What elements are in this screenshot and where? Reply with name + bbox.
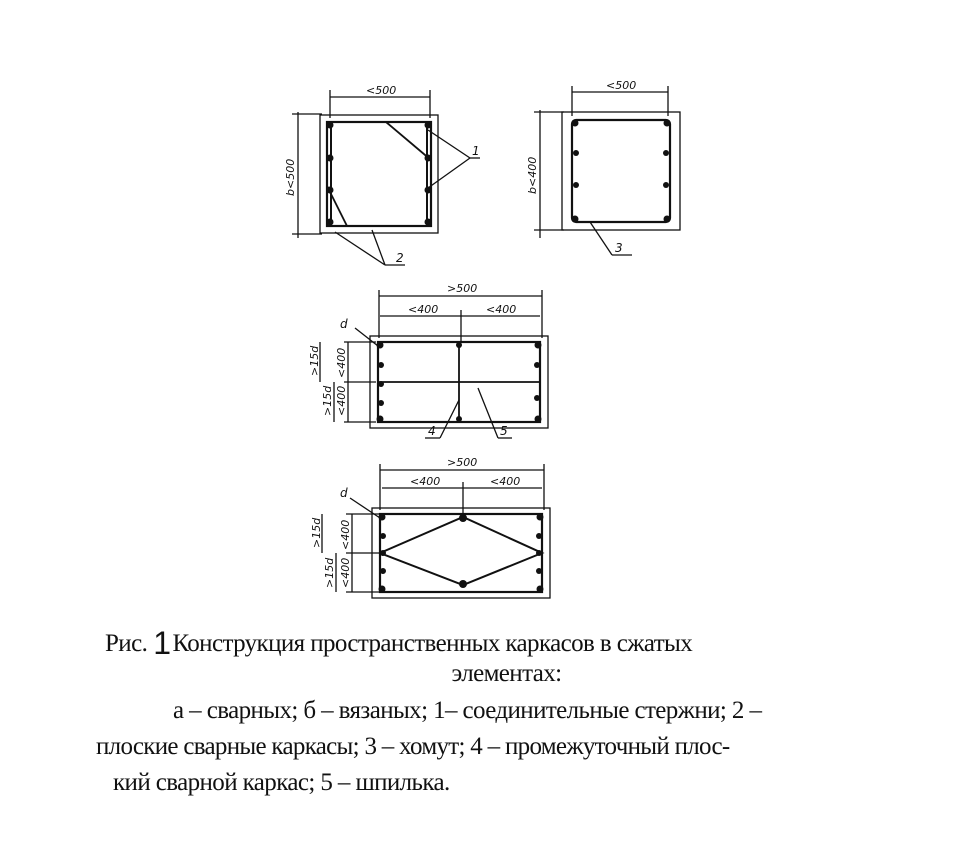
diamond-tie (377, 515, 545, 587)
dim-top-right-height: b<400 (526, 157, 539, 194)
label-2: 2 (396, 251, 404, 265)
section-tied (534, 86, 681, 256)
connecting-bar (385, 121, 432, 161)
figure-caption-title: Рис.1Конструкция пространственных каркас… (105, 622, 693, 661)
leader-1 (427, 157, 471, 189)
leader-d (349, 497, 381, 519)
leader-3 (589, 221, 613, 256)
dim-mid-s1: >15d (308, 345, 321, 376)
leader-2 (334, 231, 386, 266)
dim-mid-total: >500 (447, 282, 477, 295)
dim-mid-s2: >15d (321, 385, 334, 416)
dim-mid-seg2: <400 (486, 303, 516, 316)
outer-frame (378, 512, 544, 594)
concrete-outline (319, 114, 439, 234)
dim-mid-v2: <400 (335, 386, 348, 416)
rebars-top-left (326, 121, 432, 226)
label-d-mid: d (340, 317, 348, 331)
dim-top-left-width: <500 (366, 84, 396, 97)
dim-bot-v1: <400 (339, 520, 352, 550)
leader-1 (427, 129, 471, 159)
welded-frame (325, 120, 433, 228)
leader-d (354, 327, 379, 347)
label-5: 5 (500, 424, 508, 438)
dim-bot-total: >500 (447, 456, 477, 469)
rebars-middle (376, 341, 542, 423)
stirrup (570, 118, 672, 224)
dim-bot-s2: >15d (323, 557, 336, 588)
dim-mid-v1: <400 (335, 348, 348, 378)
caption-legend-line3: кий сварной каркас; 5 – шпилька. (113, 769, 450, 796)
concrete-outline (561, 111, 681, 231)
dim-bot-s1: >15d (310, 517, 323, 548)
leader-2 (371, 229, 386, 266)
dim-bot-v2: <400 (339, 558, 352, 588)
section-welded (292, 90, 480, 266)
leader-5 (477, 387, 499, 439)
dim-mid-seg1: <400 (408, 303, 438, 316)
dim-bot-seg1: <400 (410, 475, 440, 488)
caption-legend-line2: плоские сварные каркасы; 3 – хомут; 4 – … (96, 733, 730, 760)
dim-bot-seg2: <400 (490, 475, 520, 488)
caption-number: 1 (153, 625, 171, 661)
caption-title-line1: Конструкция пространственных каркасов в … (172, 630, 693, 657)
dim-top-left-height: b<500 (284, 159, 297, 196)
label-1: 1 (472, 144, 480, 158)
caption-title-line2: элементах: (451, 660, 563, 687)
rebars-bottom (378, 513, 544, 593)
label-3: 3 (615, 241, 623, 255)
dim-top-right-width: <500 (606, 79, 636, 92)
caption-legend-line1: а – сварных; б – вязаных; 1– соединитель… (173, 697, 762, 724)
label-4: 4 (428, 424, 436, 438)
leader-4 (439, 399, 460, 439)
caption-prefix: Рис. (105, 630, 148, 657)
label-d-bot: d (340, 486, 348, 500)
rebars-top-right (571, 119, 671, 223)
